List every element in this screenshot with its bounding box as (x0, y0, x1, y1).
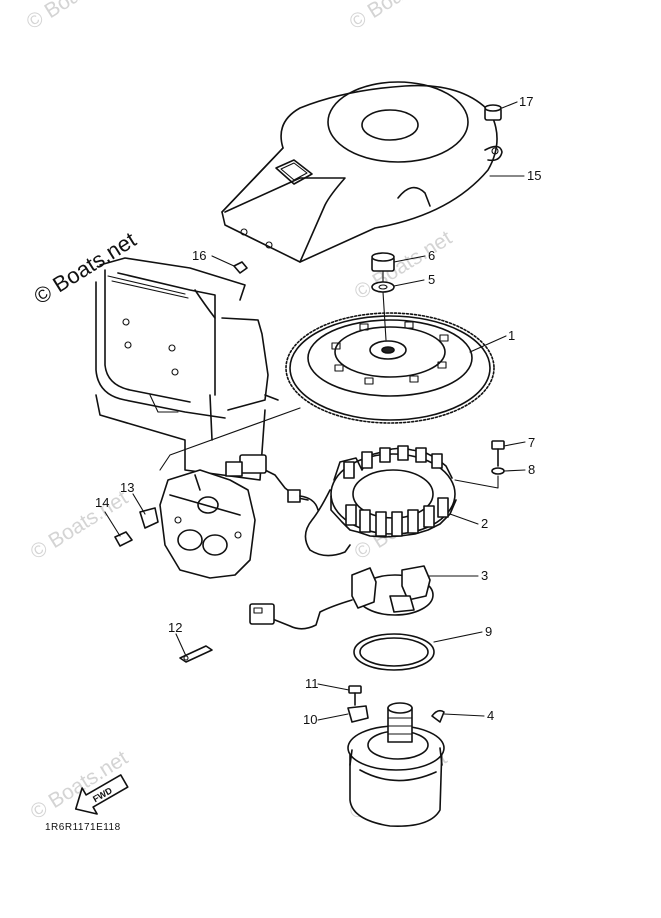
watermark-main: © Boats.net (29, 227, 140, 309)
part-label-13: 13 (120, 480, 134, 495)
part-label-9: 9 (485, 624, 492, 639)
stator (330, 445, 457, 538)
assembly-axis-line (382, 270, 387, 341)
part-label-14: 14 (95, 495, 109, 510)
part-label-1: 1 (508, 328, 515, 343)
screw-14 (114, 531, 133, 547)
diagram-code: 1R6R1171E118 (45, 822, 121, 833)
watermark-top-left: © Boats.net (22, 0, 128, 34)
plate-10 (347, 705, 369, 723)
part-label-8: 8 (528, 462, 535, 477)
ignition-mount-bracket (159, 469, 256, 579)
pulser-coil (249, 565, 434, 630)
stator-wiring (225, 454, 351, 557)
part-label-12: 12 (168, 620, 182, 635)
part-label-7: 7 (528, 435, 535, 450)
bolt-7 (491, 440, 505, 467)
screw-11 (348, 685, 362, 706)
bolt-16 (233, 261, 248, 274)
nut-6 (371, 252, 395, 272)
part-label-10: 10 (303, 712, 317, 727)
part-label-2: 2 (481, 516, 488, 531)
engine-block-outline (95, 257, 279, 481)
flywheel-cover (221, 81, 503, 263)
watermark-mid-left: © Boats.net (26, 486, 132, 564)
watermark-mid-right: © Boats.net (350, 226, 456, 304)
key-4 (431, 709, 445, 723)
part-label-16: 16 (192, 248, 206, 263)
washer-5 (371, 281, 395, 293)
part-label-5: 5 (428, 272, 435, 287)
bearing-housing (347, 702, 445, 827)
watermark-top-right: © Boats.net (345, 0, 451, 34)
part-label-6: 6 (428, 248, 435, 263)
flywheel (285, 312, 495, 424)
o-ring-9 (353, 633, 435, 671)
part-label-3: 3 (481, 568, 488, 583)
flywheel-ref-line (159, 407, 301, 471)
washer-8 (491, 467, 505, 475)
part-label-15: 15 (527, 168, 541, 183)
part-labels: 17 15 16 6 5 1 7 8 2 3 9 4 11 10 12 13 1… (95, 94, 541, 727)
nut-17 (484, 104, 502, 121)
bolt-7-leader (454, 475, 499, 489)
part-label-11: 11 (305, 676, 319, 691)
part-label-17: 17 (519, 94, 533, 109)
leader-lines (104, 101, 526, 721)
part-label-4: 4 (487, 708, 494, 723)
